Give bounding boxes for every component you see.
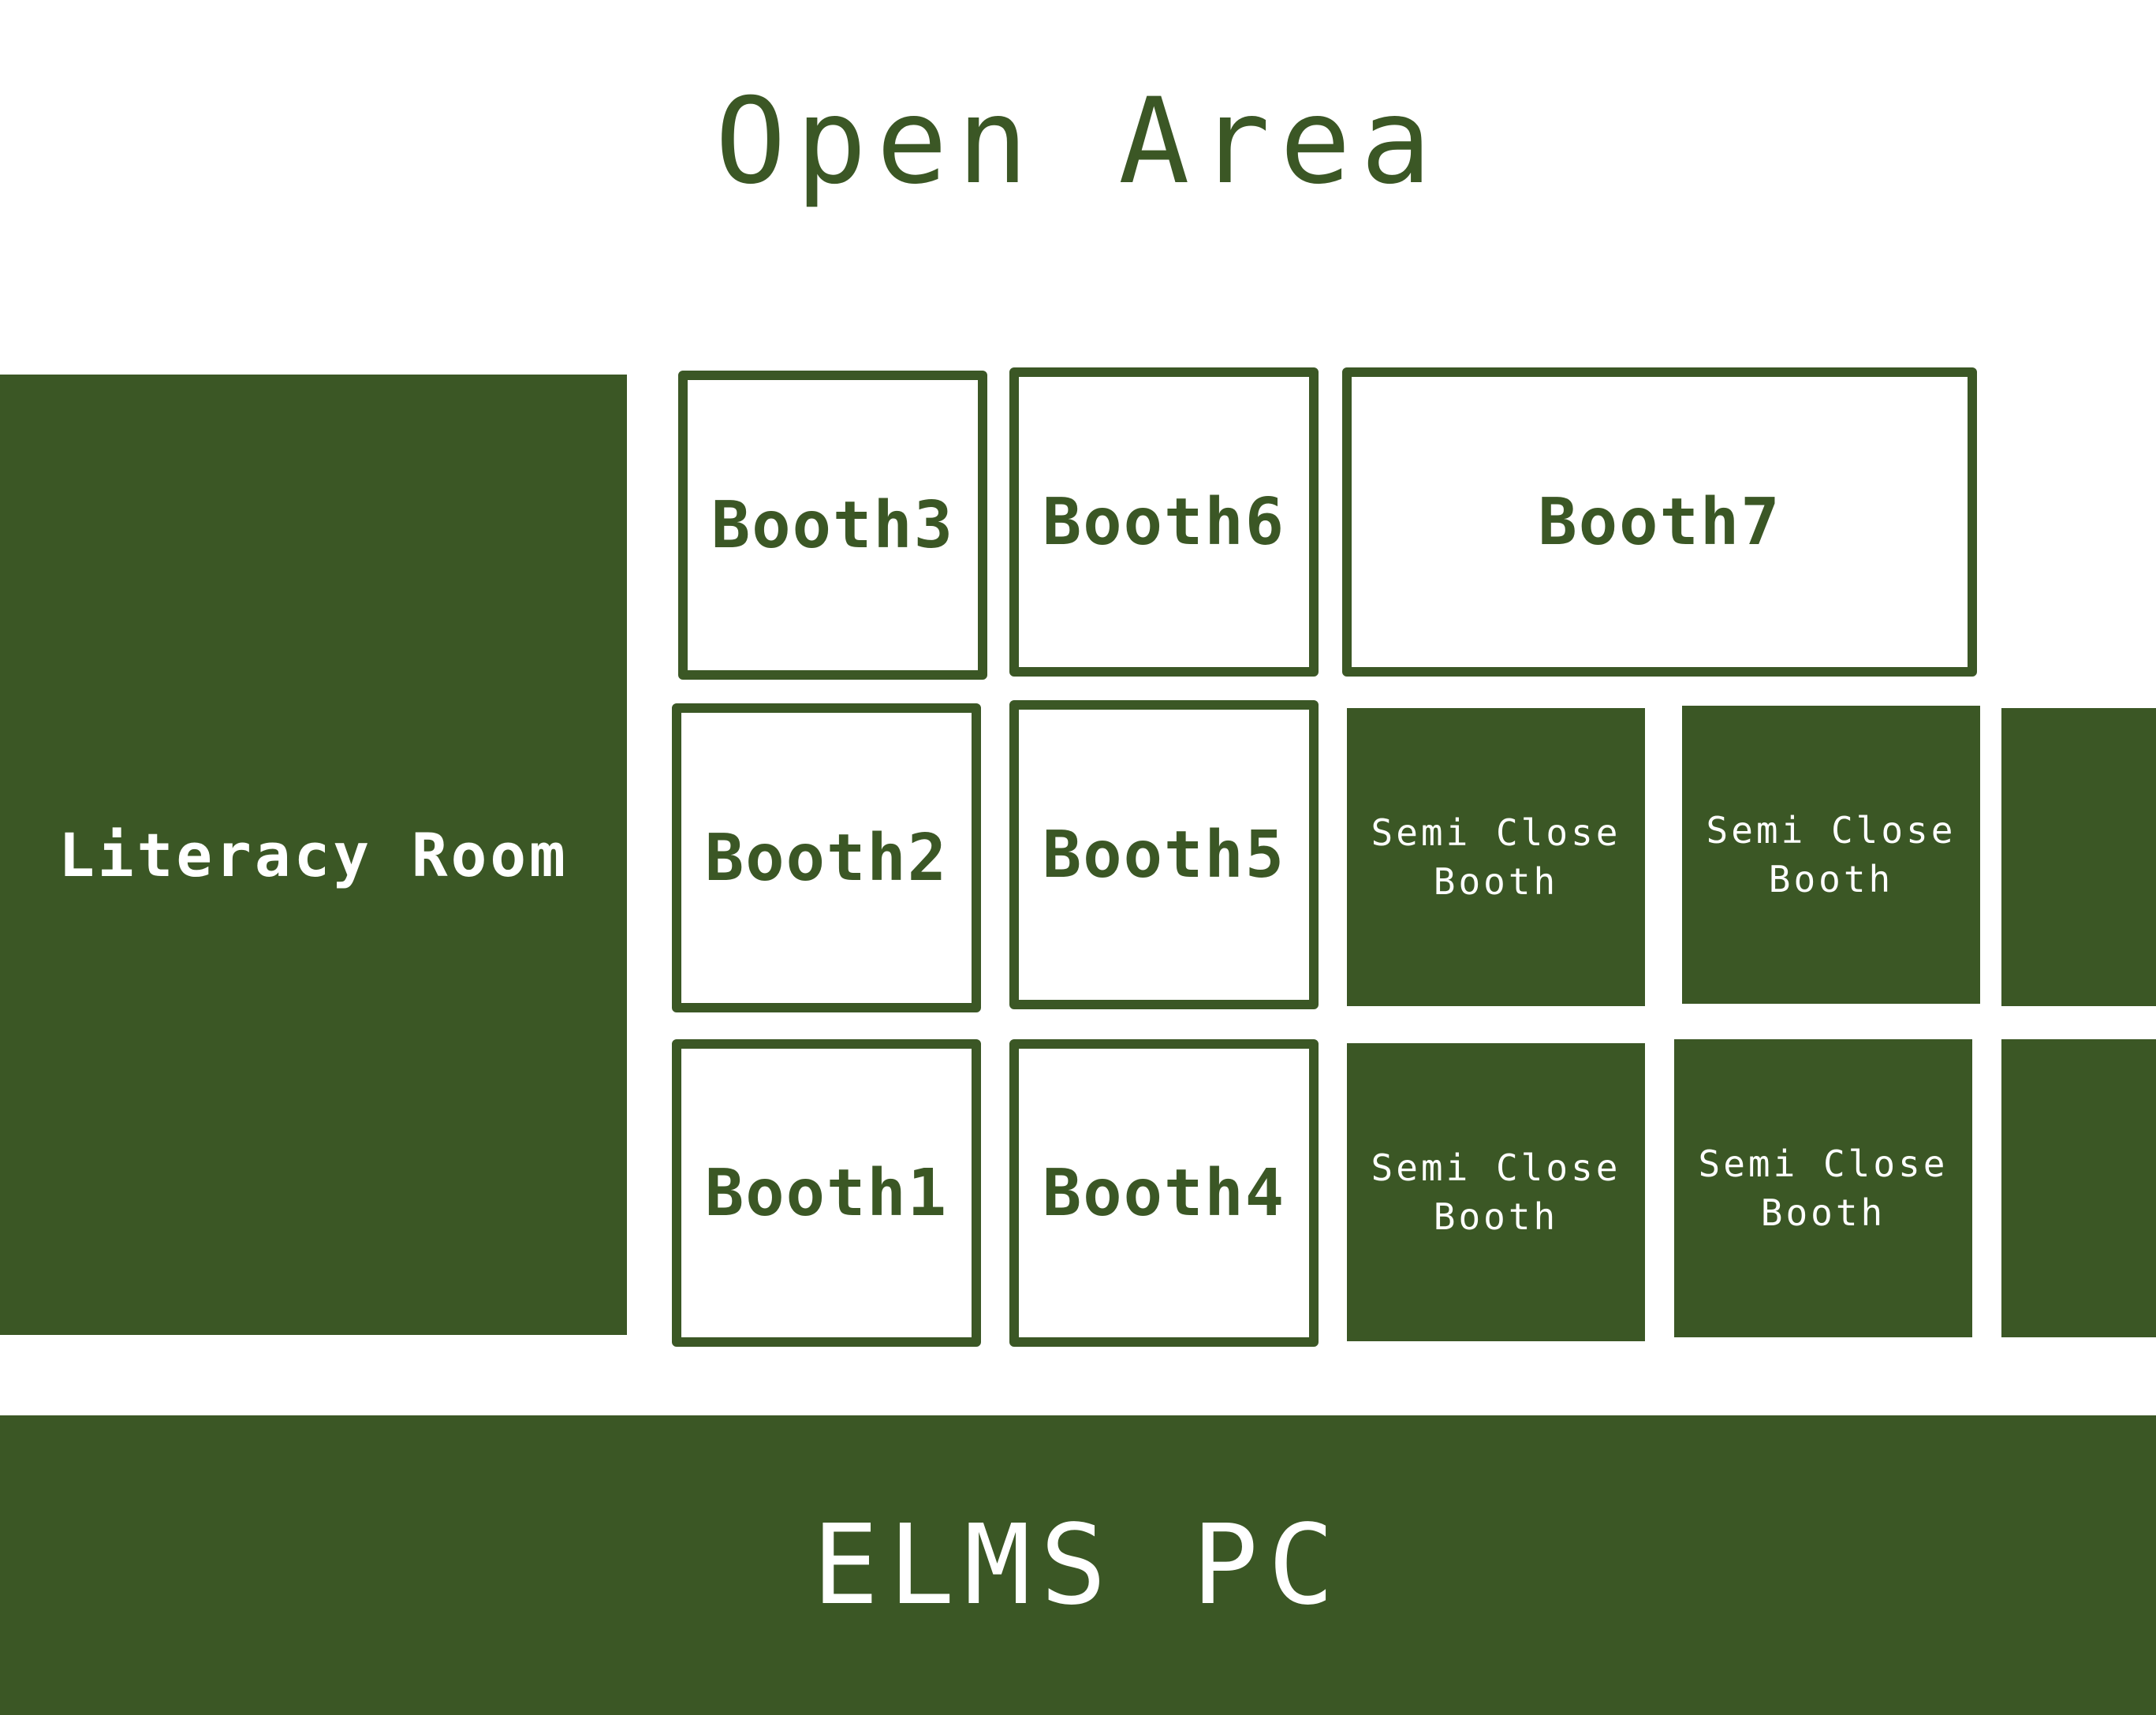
booth-2[interactable]: Booth2 xyxy=(672,703,981,1012)
elms-pc-label: ELMS PC xyxy=(811,1501,1344,1630)
booth-5[interactable]: Booth5 xyxy=(1009,700,1319,1009)
semi-close-booth-label: Semi Close Booth xyxy=(1706,809,1956,900)
booth-6-label: Booth6 xyxy=(1042,484,1286,560)
booth-4-label: Booth4 xyxy=(1042,1155,1286,1231)
semi-close-booth-label: Semi Close Booth xyxy=(1371,811,1621,903)
literacy-room-label: Literacy Room xyxy=(58,819,569,890)
booth-1-label: Booth1 xyxy=(704,1155,949,1231)
literacy-room[interactable]: Literacy Room xyxy=(0,375,627,1335)
open-area-title: Open Area xyxy=(714,73,1442,211)
booth-7[interactable]: Booth7 xyxy=(1342,367,1977,677)
booth-4[interactable]: Booth4 xyxy=(1009,1039,1319,1347)
partial-booth-upper xyxy=(2001,708,2156,1006)
elms-pc-area[interactable]: ELMS PC xyxy=(0,1415,2156,1715)
booth-5-label: Booth5 xyxy=(1042,817,1286,893)
semi-close-booth-2[interactable]: Semi Close Booth xyxy=(1682,706,1980,1004)
semi-close-booth-1[interactable]: Semi Close Booth xyxy=(1347,708,1645,1006)
booth-1[interactable]: Booth1 xyxy=(672,1039,981,1347)
booth-2-label: Booth2 xyxy=(704,820,949,896)
semi-close-booth-4[interactable]: Semi Close Booth xyxy=(1674,1039,1972,1337)
booth-3-label: Booth3 xyxy=(711,487,955,563)
booth-7-label: Booth7 xyxy=(1538,484,1781,560)
booth-6[interactable]: Booth6 xyxy=(1009,367,1319,677)
semi-close-booth-3[interactable]: Semi Close Booth xyxy=(1347,1043,1645,1341)
semi-close-booth-label: Semi Close Booth xyxy=(1371,1146,1621,1238)
semi-close-booth-label: Semi Close Booth xyxy=(1698,1143,1949,1234)
booth-3[interactable]: Booth3 xyxy=(678,371,987,680)
partial-booth-lower xyxy=(2001,1039,2156,1337)
